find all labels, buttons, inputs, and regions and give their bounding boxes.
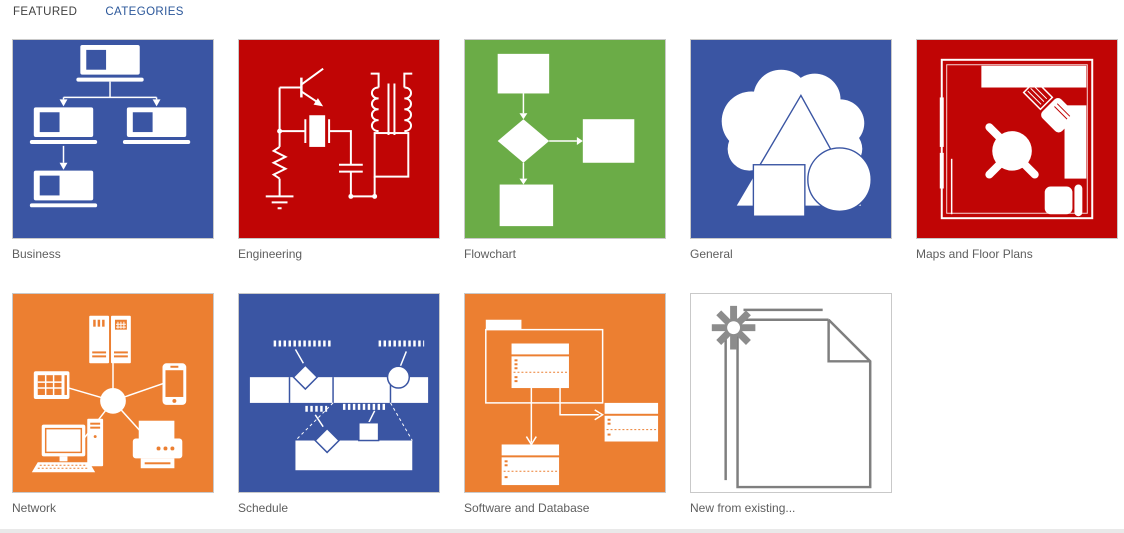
new-document-icon xyxy=(711,305,872,489)
business-orgchart-icon xyxy=(29,44,191,208)
new-from-existing-tile-thumbnail xyxy=(690,293,892,493)
network-tile-thumbnail xyxy=(12,293,214,493)
tile-label: Engineering xyxy=(238,247,303,261)
tile-engineering[interactable]: Engineering xyxy=(238,39,440,261)
tile-label: Business xyxy=(12,247,61,261)
general-tile-thumbnail xyxy=(690,39,892,239)
template-category-tabs: FEATURED CATEGORIES xyxy=(0,0,1124,18)
tile-label: Network xyxy=(12,501,57,515)
maps-tile-thumbnail xyxy=(916,39,1118,239)
tab-categories[interactable]: CATEGORIES xyxy=(105,6,184,18)
basic-shapes-icon xyxy=(721,69,872,217)
circuit-icon xyxy=(265,67,413,210)
tile-business[interactable]: Business xyxy=(12,39,214,261)
schedule-tile-thumbnail xyxy=(238,293,440,493)
engineering-tile-thumbnail xyxy=(238,39,440,239)
tile-general[interactable]: General xyxy=(690,39,892,261)
tile-label: Maps and Floor Plans xyxy=(916,247,1033,261)
flowchart-tile-thumbnail xyxy=(464,39,666,239)
uml-diagram-icon xyxy=(485,319,659,486)
category-tile-grid: Business xyxy=(12,39,1124,515)
tile-software-and-database[interactable]: Software and Database xyxy=(464,293,666,515)
tile-label: Flowchart xyxy=(464,247,517,261)
tile-maps-and-floor-plans[interactable]: Maps and Floor Plans xyxy=(916,39,1118,261)
tile-label: Schedule xyxy=(238,501,289,515)
business-tile-thumbnail xyxy=(12,39,214,239)
tile-schedule[interactable]: Schedule xyxy=(238,293,440,515)
flowchart-icon xyxy=(497,53,635,227)
tile-label: General xyxy=(690,247,733,261)
software-tile-thumbnail xyxy=(464,293,666,493)
timeline-icon xyxy=(249,340,429,471)
tile-flowchart[interactable]: Flowchart xyxy=(464,39,666,261)
tile-network[interactable]: Network xyxy=(12,293,214,515)
floor-plan-icon xyxy=(939,58,1094,220)
window-bottom-edge xyxy=(0,529,1124,533)
network-star-icon xyxy=(31,315,187,473)
tab-featured[interactable]: FEATURED xyxy=(13,6,78,18)
tile-label: New from existing... xyxy=(690,501,796,515)
tile-new-from-existing[interactable]: New from existing... xyxy=(690,293,892,515)
tile-label: Software and Database xyxy=(464,501,590,515)
